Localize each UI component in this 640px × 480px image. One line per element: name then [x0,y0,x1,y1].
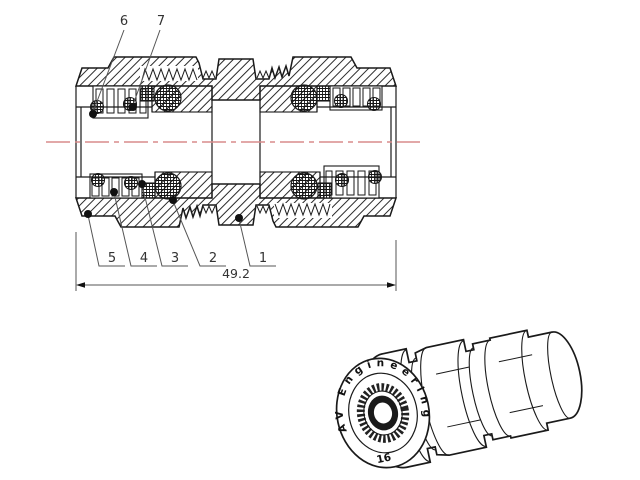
callout-leaders [87,29,276,267]
knurled-ring-icon [356,383,410,443]
callout-dots [84,103,243,222]
leader-1 [238,218,276,267]
dimension-overall-length: 49.2 [75,232,397,291]
leader-5 [87,214,125,267]
leader-3 [141,184,188,267]
callout-2: 2 [209,251,217,266]
leader-7 [132,29,161,106]
leader-6 [92,29,125,113]
leader-4 [113,192,157,267]
arrow-right-icon [387,282,396,288]
arrow-left-icon [76,282,85,288]
extension-lines [75,232,397,291]
callout-4: 4 [140,251,148,266]
callout-1: 1 [259,251,267,266]
section-view: 6 7 5 4 3 2 1 49.2 [46,14,420,291]
callout-3: 3 [171,251,179,266]
callout-7: 7 [157,14,165,29]
bore-hole [373,402,393,424]
iso-front-face: AV Engineering 16 [323,348,434,469]
leader-2 [172,200,226,267]
iso-view: AV Engineering 16 [323,329,583,469]
size-marking: 16 [375,451,392,466]
callout-6: 6 [120,14,128,29]
callout-5: 5 [108,251,116,266]
dimension-value: 49.2 [222,266,250,281]
